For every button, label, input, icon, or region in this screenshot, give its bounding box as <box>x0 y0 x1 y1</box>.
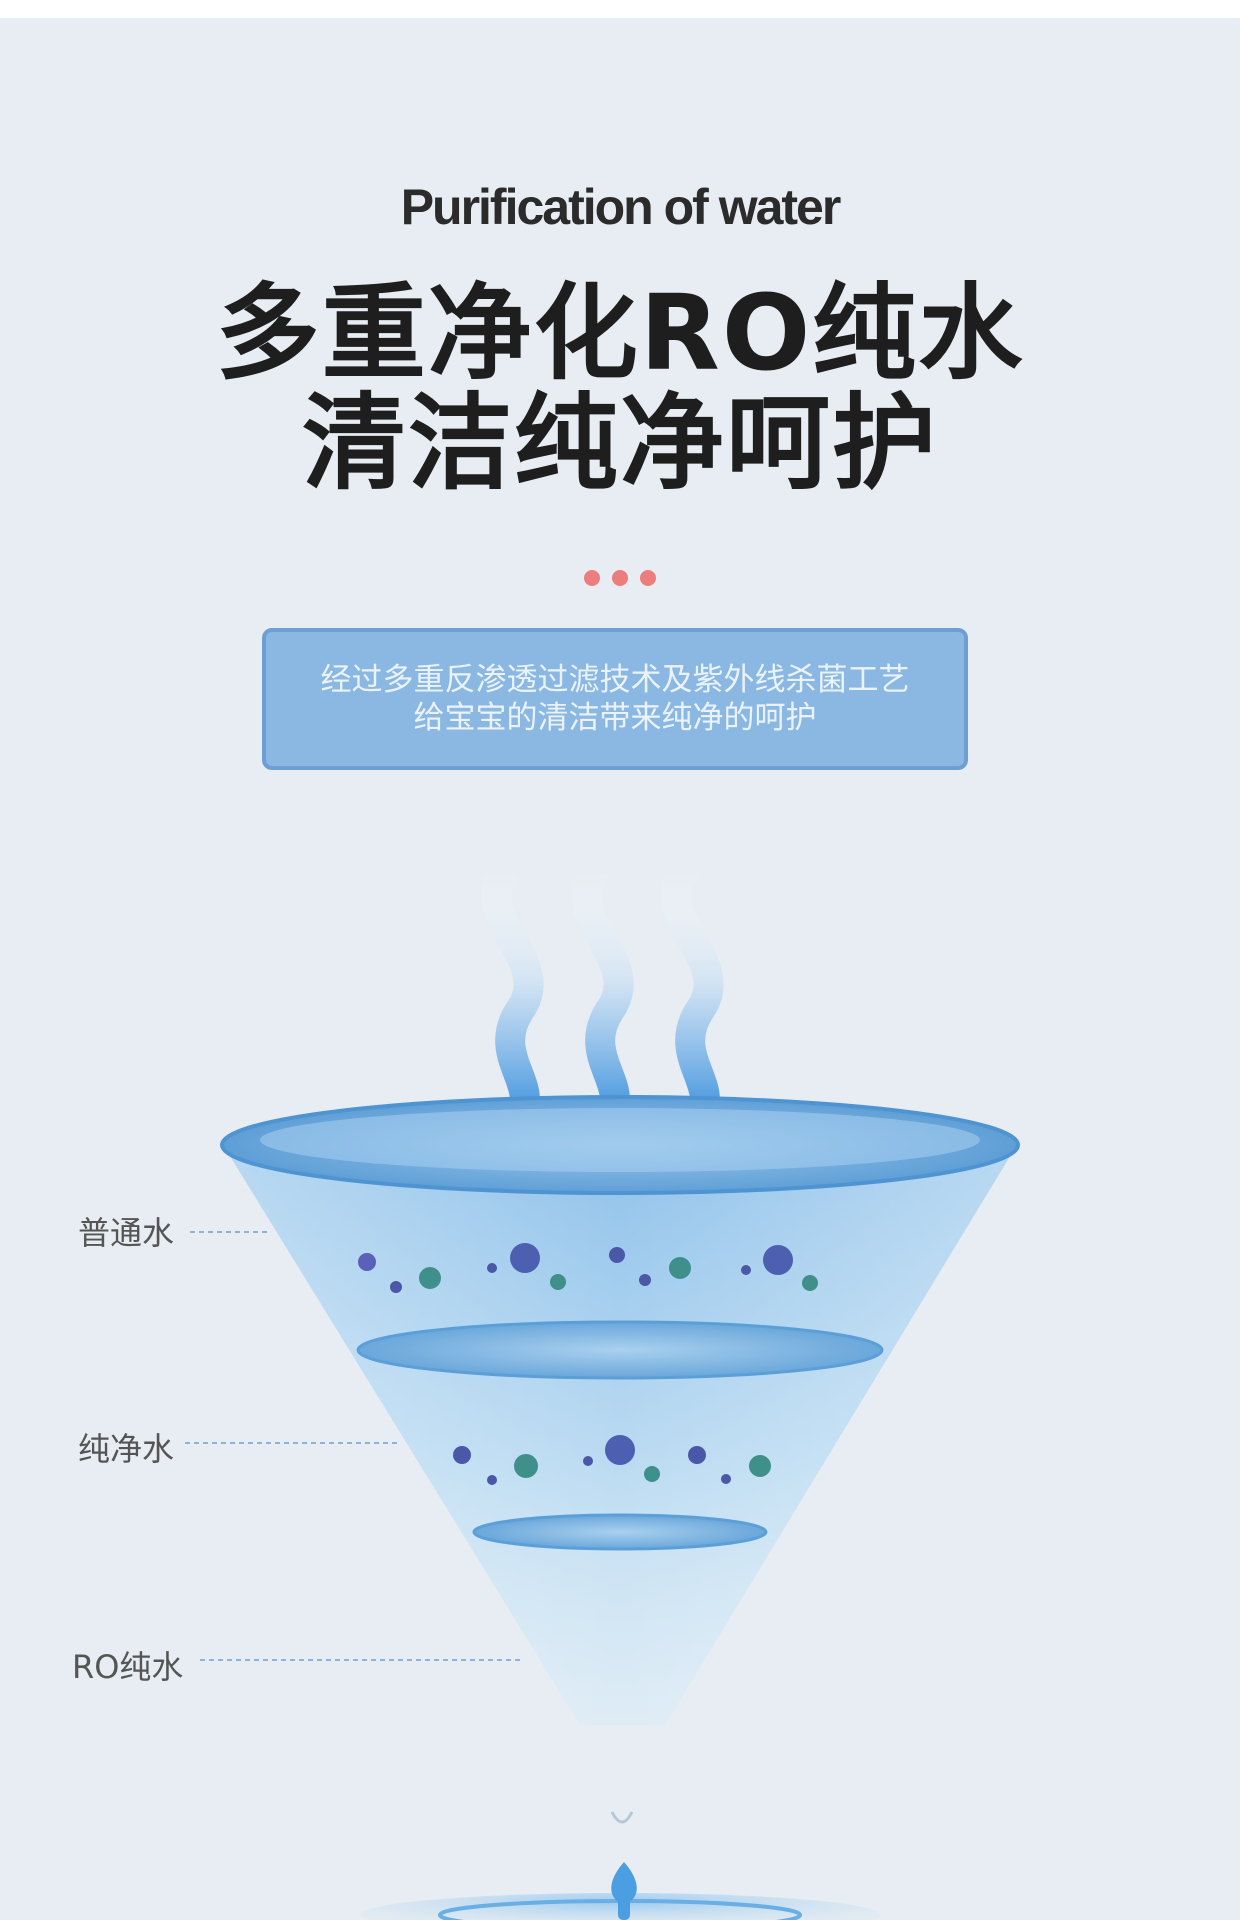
water-drip <box>610 1811 634 1824</box>
bacteria-upper <box>358 1243 818 1293</box>
bacterium-icon <box>510 1243 540 1273</box>
main-title-line-1: 多重净化RO纯水 <box>215 272 1025 394</box>
bacterium-icon <box>802 1275 818 1291</box>
top-band <box>0 0 1240 18</box>
bacterium-icon <box>583 1456 593 1466</box>
bacterium-icon <box>419 1267 441 1289</box>
label-ordinary-water: 普通水 <box>78 1214 175 1252</box>
bacterium-icon <box>721 1474 731 1484</box>
decorative-dots <box>0 570 1240 590</box>
bacterium-icon <box>358 1253 376 1271</box>
description-line-2: 给宝宝的清洁带来纯净的呵护 <box>413 700 817 736</box>
filter-disc-upper <box>356 1320 884 1380</box>
bacterium-icon <box>749 1455 771 1477</box>
bacterium-icon <box>669 1257 691 1279</box>
flow-arrow-right <box>661 855 724 1130</box>
bacterium-icon <box>550 1274 566 1290</box>
filter-funnel-illustration <box>185 855 1020 1920</box>
label-ro-water: RO纯水 <box>72 1648 184 1686</box>
bacteria-middle <box>453 1435 771 1485</box>
bacterium-icon <box>453 1446 471 1464</box>
funnel-rim-inner <box>260 1108 980 1172</box>
label-pure-water: 纯净水 <box>78 1430 175 1468</box>
bacterium-icon <box>741 1265 751 1275</box>
bacterium-icon <box>390 1281 402 1293</box>
bacterium-icon <box>605 1435 635 1465</box>
bacterium-icon <box>487 1263 497 1273</box>
bacterium-icon <box>487 1475 497 1485</box>
water-splash-column <box>618 1895 630 1920</box>
subtitle-english: Purification of water <box>400 179 842 235</box>
bacterium-icon <box>514 1454 538 1478</box>
dot <box>584 570 600 586</box>
bacterium-icon <box>639 1274 651 1286</box>
bacterium-icon <box>644 1466 660 1482</box>
description-line-1: 经过多重反渗透过滤技术及紫外线杀菌工艺 <box>320 662 910 698</box>
filter-disc-lower <box>472 1513 768 1551</box>
bacterium-icon <box>609 1247 625 1263</box>
description-box: 经过多重反渗透过滤技术及紫外线杀菌工艺 给宝宝的清洁带来纯净的呵护 <box>262 628 968 770</box>
dot <box>640 570 656 586</box>
water-droplet <box>611 1862 637 1905</box>
flow-arrow-middle <box>571 855 634 1130</box>
flow-arrow-left <box>481 855 544 1130</box>
bacterium-icon <box>763 1245 793 1275</box>
dot <box>612 570 628 586</box>
bacterium-icon <box>688 1446 706 1464</box>
main-title-line-2: 清洁纯净呵护 <box>301 382 938 504</box>
